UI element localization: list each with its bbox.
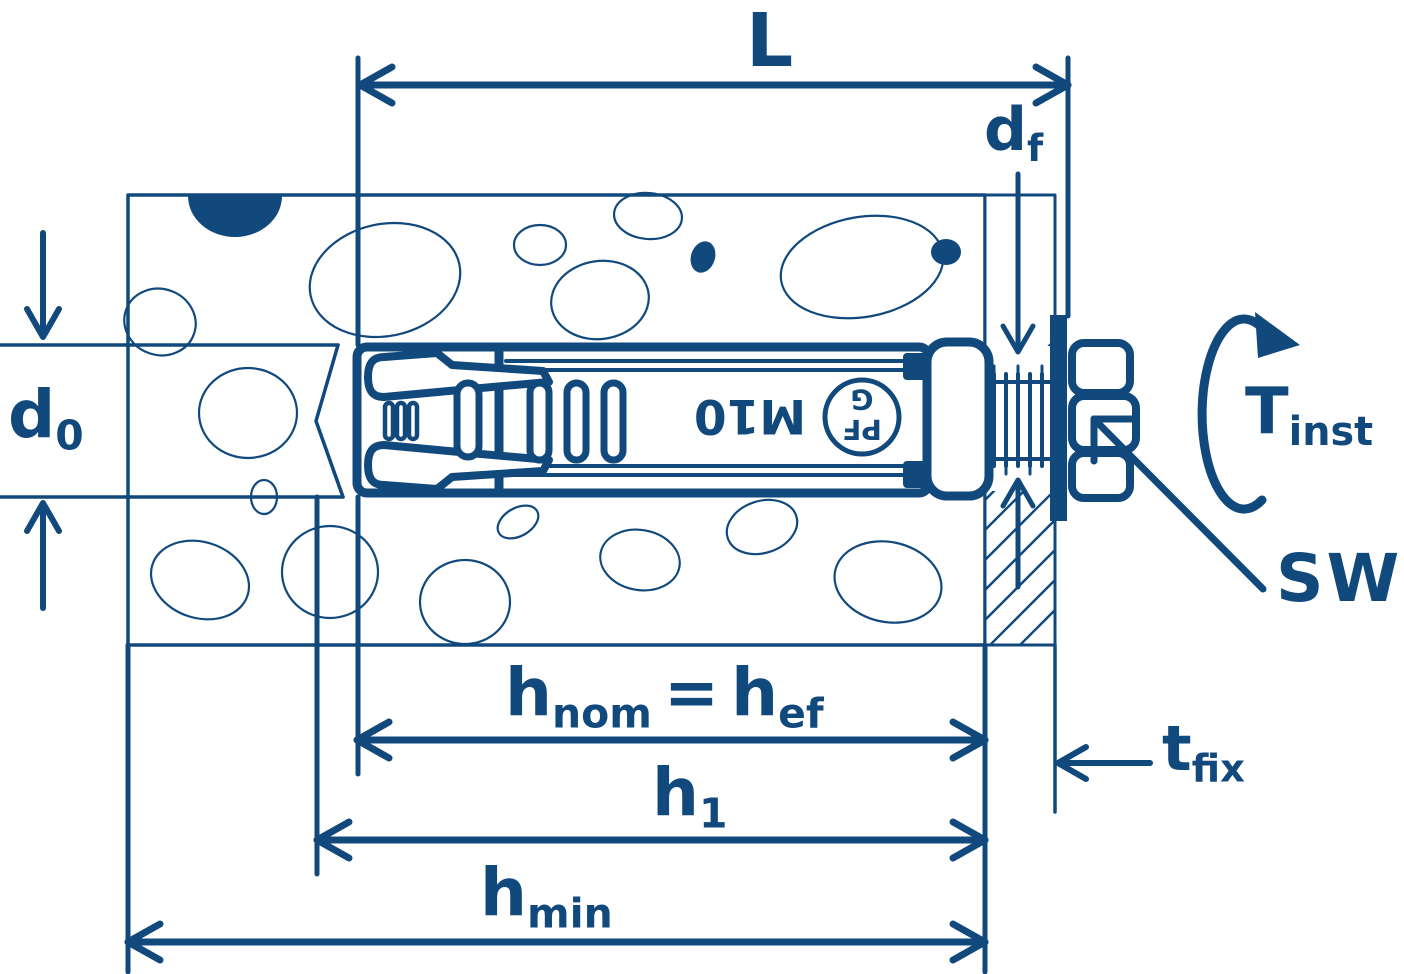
label-df: df xyxy=(984,95,1044,171)
expansion-clip xyxy=(364,349,553,493)
label-Tinst: Tinst xyxy=(1245,375,1374,455)
label-L: L xyxy=(746,0,794,84)
dim-hmin xyxy=(124,920,989,964)
dim-tfix xyxy=(1055,744,1153,782)
brand-logo-bottom-line: G xyxy=(851,383,874,416)
sw-leader-arrow xyxy=(1090,415,1267,593)
drill-hole-outline xyxy=(0,343,345,499)
aggregate-filled-spots xyxy=(188,196,961,273)
hex-nut xyxy=(1068,339,1140,502)
collar xyxy=(922,337,994,501)
brand-logo: PF G xyxy=(822,377,902,457)
label-SW: SW xyxy=(1276,540,1403,617)
label-hnom-hef: hnom=hef xyxy=(505,654,824,738)
label-d0: d0 xyxy=(8,376,84,460)
sleeve-slots xyxy=(526,379,627,464)
clip-rib-slots xyxy=(382,400,420,442)
label-tfix: tfix xyxy=(1162,712,1245,792)
thread xyxy=(986,364,1052,476)
dim-h1 xyxy=(313,818,989,862)
label-h1: h1 xyxy=(652,754,728,838)
dim-df xyxy=(1000,171,1036,590)
torque-arrow xyxy=(1197,312,1300,514)
size-marking-text: M10 xyxy=(694,388,806,443)
brand-logo-top-line: PF xyxy=(842,413,882,446)
dim-L xyxy=(356,63,1072,107)
anchor-sleeve: M10 PF G xyxy=(352,337,994,501)
equals-sign: = xyxy=(663,654,720,731)
clip-slot xyxy=(453,379,483,461)
dim-d0 xyxy=(24,230,62,611)
dim-hnom xyxy=(353,718,989,762)
washer xyxy=(1050,315,1067,521)
label-hmin: hmin xyxy=(480,854,613,938)
extension-lines xyxy=(125,55,1071,974)
